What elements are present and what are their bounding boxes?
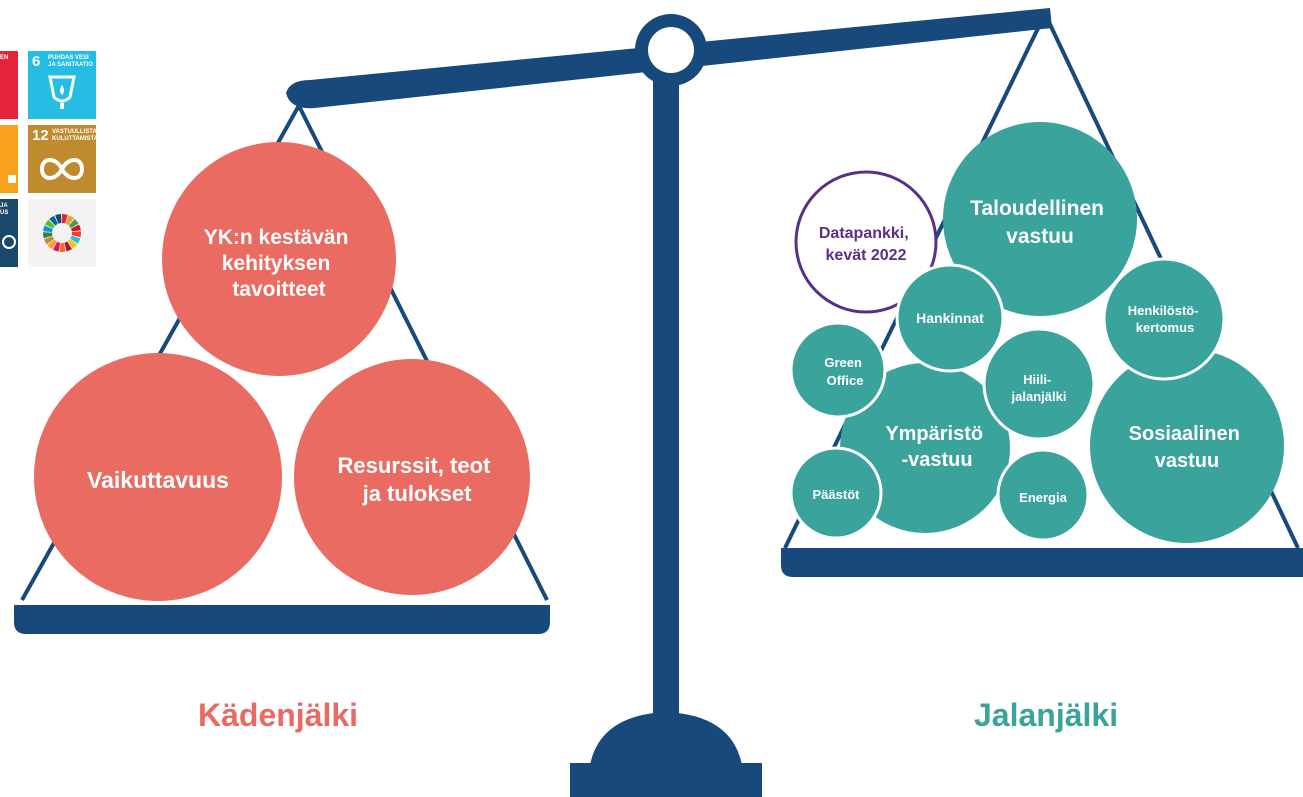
infinity-icon xyxy=(39,158,85,180)
label-carbon-line-2: jalanjälki xyxy=(1011,389,1067,404)
svg-text:Ympäristö -vastuu: Ympäristö -vastuu xyxy=(885,423,988,471)
label-procurement: Hankinnat xyxy=(916,310,984,326)
sdg-cut-bottom-text: JA US xyxy=(0,203,9,216)
label-sdg-line-2: kehityksen xyxy=(222,252,331,275)
sdg-wheel-segment xyxy=(62,214,68,224)
svg-text:Vaikuttavuus: Vaikuttavuus xyxy=(87,467,229,493)
label-economic-line-2: vastuu xyxy=(1006,225,1074,248)
label-green-office-line-1: Green xyxy=(824,355,862,370)
label-resources-line-2: ja tulokset xyxy=(362,481,472,506)
sdg-tile-wheel xyxy=(28,199,96,267)
handprint-circles xyxy=(34,142,530,601)
circle-green-office xyxy=(789,321,887,419)
scale-base xyxy=(590,712,742,765)
svg-text:Resurssit, teot ja tulok: Resurssit, teot ja tulokset xyxy=(338,453,497,506)
label-sdg-line-1: YK:n kestävän xyxy=(204,226,349,249)
circle-carbon xyxy=(982,327,1096,441)
handprint-title: Kädenjälki xyxy=(198,697,359,733)
sdg-wheel-segment xyxy=(64,241,73,252)
scale-base-plate xyxy=(570,763,762,797)
svg-text:Henkilöstö- kertomus: Henkilöstö- kertomus xyxy=(1128,303,1202,335)
handprint-labels: YK:n kestävän kehityksen tavoitteet Vaik… xyxy=(87,226,497,506)
sdg-wheel-segment xyxy=(71,231,81,238)
label-social-line-2: vastuu xyxy=(1155,450,1219,472)
label-economic-line-1: Taloudellinen xyxy=(970,197,1104,220)
svg-text:YK:n kestävän kehityksen: YK:n kestävän kehityksen tavoitteet xyxy=(204,226,355,301)
svg-text:Sosiaalinen vastuu: Sosiaalinen vastuu xyxy=(1129,423,1246,472)
sdg-wheel-segment xyxy=(70,224,81,232)
circle-social xyxy=(1090,349,1284,543)
sdg-wheel-segment xyxy=(67,239,78,249)
sdg-tile-6: 6 PUHDAS VESI JA SANITAATIO xyxy=(28,51,96,119)
svg-text:Green Office: Green Office xyxy=(824,355,865,388)
sdg-6-number: 6 xyxy=(32,53,41,70)
svg-text:Hankinnat: Hankinnat xyxy=(916,310,984,326)
sdg-wheel-segment xyxy=(59,242,66,252)
footprint-circles xyxy=(789,122,1284,543)
sdg-tile-cut-mid xyxy=(0,125,18,193)
sdg-cut-top-text: EN xyxy=(0,55,9,61)
sdg-wheel-segment xyxy=(65,215,75,226)
svg-text:Datapankki, kevät 2022: Datapankki, kevät 2022 xyxy=(819,225,913,264)
footprint-title: Jalanjälki xyxy=(974,697,1119,733)
footprint-labels: Taloudellinen vastuu Datapankki, kevät 2… xyxy=(813,197,1246,505)
sdg-wheel-segment xyxy=(68,218,79,229)
svg-text:Energia: Energia xyxy=(1019,490,1067,505)
circle-datapankki xyxy=(794,170,938,314)
scale-pivot-hole xyxy=(648,27,694,73)
circle-sdg-goals xyxy=(162,142,396,376)
circle-hr-report xyxy=(1102,257,1226,381)
label-emissions: Päästöt xyxy=(813,487,861,502)
circle-procurement xyxy=(895,263,1005,373)
circle-energy xyxy=(996,448,1090,542)
sdg-wheel-segment xyxy=(49,215,58,226)
sdg-tile-12: 12 VASTUULLISTA KULUTTAMISTA xyxy=(28,125,96,193)
water-icon xyxy=(48,75,76,109)
sdg-wheel-segment xyxy=(70,235,81,244)
label-green-office-line-2: Office xyxy=(827,373,864,388)
circle-economic xyxy=(943,122,1137,316)
label-resources-line-1: Resurssit, teot xyxy=(338,453,491,478)
left-pan xyxy=(14,605,550,634)
svg-text:Päästöt: Päästöt xyxy=(813,487,861,502)
circle-environmental xyxy=(840,363,1010,533)
svg-text:Taloudellinen vastuu: Taloudellinen vastuu xyxy=(970,197,1110,248)
circle-impact xyxy=(34,353,282,601)
right-pan xyxy=(781,548,1303,577)
sdg-wheel-segment xyxy=(43,225,53,233)
sdg-wheel-segment xyxy=(44,219,55,229)
label-hr-report-line-1: Henkilöstö- xyxy=(1128,303,1199,318)
sdg-wheel-segment xyxy=(55,214,62,224)
sdg-12-number: 12 xyxy=(32,127,49,144)
sdg-tile-cut-top: EN xyxy=(0,51,18,119)
label-sdg-line-3: tavoitteet xyxy=(232,278,325,301)
label-datapankki-line-2: kevät 2022 xyxy=(826,247,907,264)
label-datapankki-line-1: Datapankki, xyxy=(819,225,909,242)
label-social-line-1: Sosiaalinen xyxy=(1129,423,1240,445)
sdg-tile-cut-bottom: JA US xyxy=(0,199,18,267)
label-impact: Vaikuttavuus xyxy=(87,467,229,493)
label-energy: Energia xyxy=(1019,490,1067,505)
sdg-wheel-icon xyxy=(43,214,81,252)
scale-pole xyxy=(653,70,679,718)
label-carbon-line-1: Hiili- xyxy=(1023,372,1051,387)
sdg-wheel-segment xyxy=(44,236,55,245)
svg-text:Hiili- jalanjälki: Hiili- jalanjälki xyxy=(1011,372,1067,404)
circle-resources xyxy=(294,359,530,595)
sdg-6-text: PUHDAS VESI JA SANITAATIO xyxy=(48,55,93,68)
sdg-wheel-segment xyxy=(47,239,57,250)
label-environmental-line-2: -vastuu xyxy=(901,449,972,471)
label-environmental-line-1: Ympäristö xyxy=(885,423,983,445)
label-hr-report-line-2: kertomus xyxy=(1136,320,1195,335)
sdg-wheel-segment xyxy=(43,232,53,239)
sdg-12-text: VASTUULLISTA KULUTTAMISTA xyxy=(52,129,96,142)
circle-emissions xyxy=(789,446,883,540)
sdg-wheel-segment xyxy=(52,241,61,252)
